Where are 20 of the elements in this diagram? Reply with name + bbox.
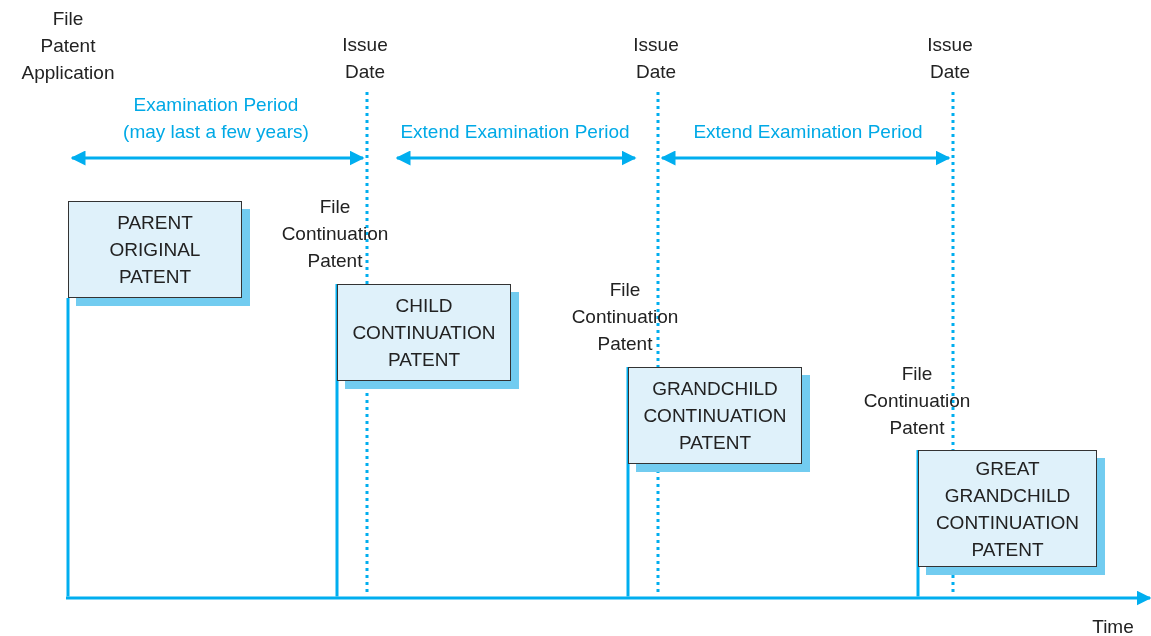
patent-label: CHILD CONTINUATION PATENT [351, 294, 497, 372]
issue-date-label: Issue Date [926, 33, 974, 84]
patent-label: GRANDCHILD CONTINUATION PATENT [642, 377, 788, 455]
filing-note: File Continuation Patent [570, 278, 680, 356]
axis-label: Time [1091, 615, 1135, 636]
filing-line [626, 367, 630, 597]
filing-note: File Continuation Patent [862, 362, 972, 440]
filing-line [66, 298, 70, 597]
period-label: Extend Examination Period [399, 120, 631, 144]
filing-line [335, 284, 339, 597]
filing-note: File Patent Application [20, 7, 116, 85]
filing-note: File Continuation Patent [280, 195, 390, 273]
period-label: Examination Period (may last a few years) [122, 93, 310, 144]
patent-label: PARENT ORIGINAL PATENT [108, 211, 202, 289]
time-axis [66, 590, 1151, 606]
filing-line [916, 450, 920, 597]
patent-label: GREAT GRANDCHILD CONTINUATION PATENT [934, 456, 1081, 562]
issue-date-label: Issue Date [632, 33, 680, 84]
issue-date-label: Issue Date [341, 33, 389, 84]
period-label: Extend Examination Period [692, 120, 924, 144]
